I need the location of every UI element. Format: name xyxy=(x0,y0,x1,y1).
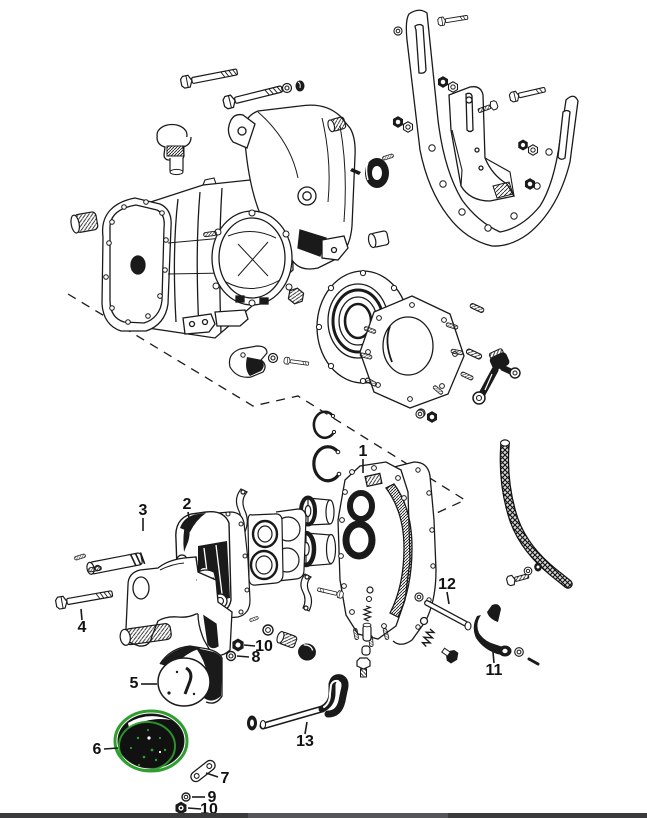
svg-text:11: 11 xyxy=(486,662,503,679)
callout-8: 8 xyxy=(236,649,261,666)
svg-text:8: 8 xyxy=(252,649,261,666)
callout-10: 10 xyxy=(243,638,273,655)
callout-1: 1 xyxy=(359,443,368,473)
callout-13: 13 xyxy=(296,721,314,750)
svg-text:6: 6 xyxy=(93,741,102,758)
callout-2: 2 xyxy=(183,496,192,525)
green-speckles xyxy=(129,728,167,767)
explosion-axis-dashed-line xyxy=(67,293,467,518)
window-bottom-bar xyxy=(0,813,647,818)
svg-text:2: 2 xyxy=(183,496,192,513)
bearings xyxy=(295,495,337,568)
top-bolts xyxy=(179,65,305,111)
strap-bolt-washers xyxy=(505,562,542,587)
seal-plates xyxy=(247,508,307,586)
callout-11: 11 xyxy=(486,651,503,679)
rubber-mount-5 xyxy=(157,645,223,707)
svg-text:7: 7 xyxy=(221,770,230,787)
scrollbar-thumb[interactable] xyxy=(248,813,448,818)
callout-12: 12 xyxy=(438,576,456,605)
svg-text:1: 1 xyxy=(359,443,368,460)
svg-text:13: 13 xyxy=(296,733,314,750)
clamp-lever xyxy=(472,348,521,405)
svg-text:12: 12 xyxy=(438,576,456,593)
selector-shaft-13 xyxy=(247,674,349,731)
gear-carrier-plate xyxy=(337,461,437,648)
shift-rod-plug xyxy=(156,123,192,176)
detent-parts-column xyxy=(316,585,374,678)
callout-4: 4 xyxy=(78,608,87,636)
rod-12-assembly xyxy=(414,592,472,664)
svg-text:3: 3 xyxy=(139,502,148,519)
lever-11 xyxy=(473,604,540,666)
side-cover-flange xyxy=(359,295,465,409)
callout-3: 3 xyxy=(139,502,148,531)
svg-text:10: 10 xyxy=(255,638,273,655)
small-washer-nut-pair xyxy=(415,409,438,423)
circlips xyxy=(312,410,342,483)
callout-5: 5 xyxy=(130,675,157,692)
case-plugs-and-seals xyxy=(70,116,395,305)
strap-7 xyxy=(190,759,216,783)
callout-7: 7 xyxy=(205,770,230,787)
mount-bracket xyxy=(119,556,233,656)
svg-text:4: 4 xyxy=(78,619,87,636)
shift-shaft-and-pins xyxy=(54,552,146,611)
woven-strap xyxy=(499,439,573,589)
mount-hardware xyxy=(175,615,316,815)
guard-plate-and-bolt xyxy=(228,345,310,378)
callout-9: 9 xyxy=(192,789,217,806)
svg-text:9: 9 xyxy=(208,789,217,806)
bell-housing xyxy=(202,104,356,307)
cradle-mount-bracket xyxy=(405,9,579,247)
svg-text:5: 5 xyxy=(130,675,139,692)
callout-6: 6 xyxy=(93,741,119,758)
rubber-mount-6-highlighted xyxy=(113,709,189,773)
